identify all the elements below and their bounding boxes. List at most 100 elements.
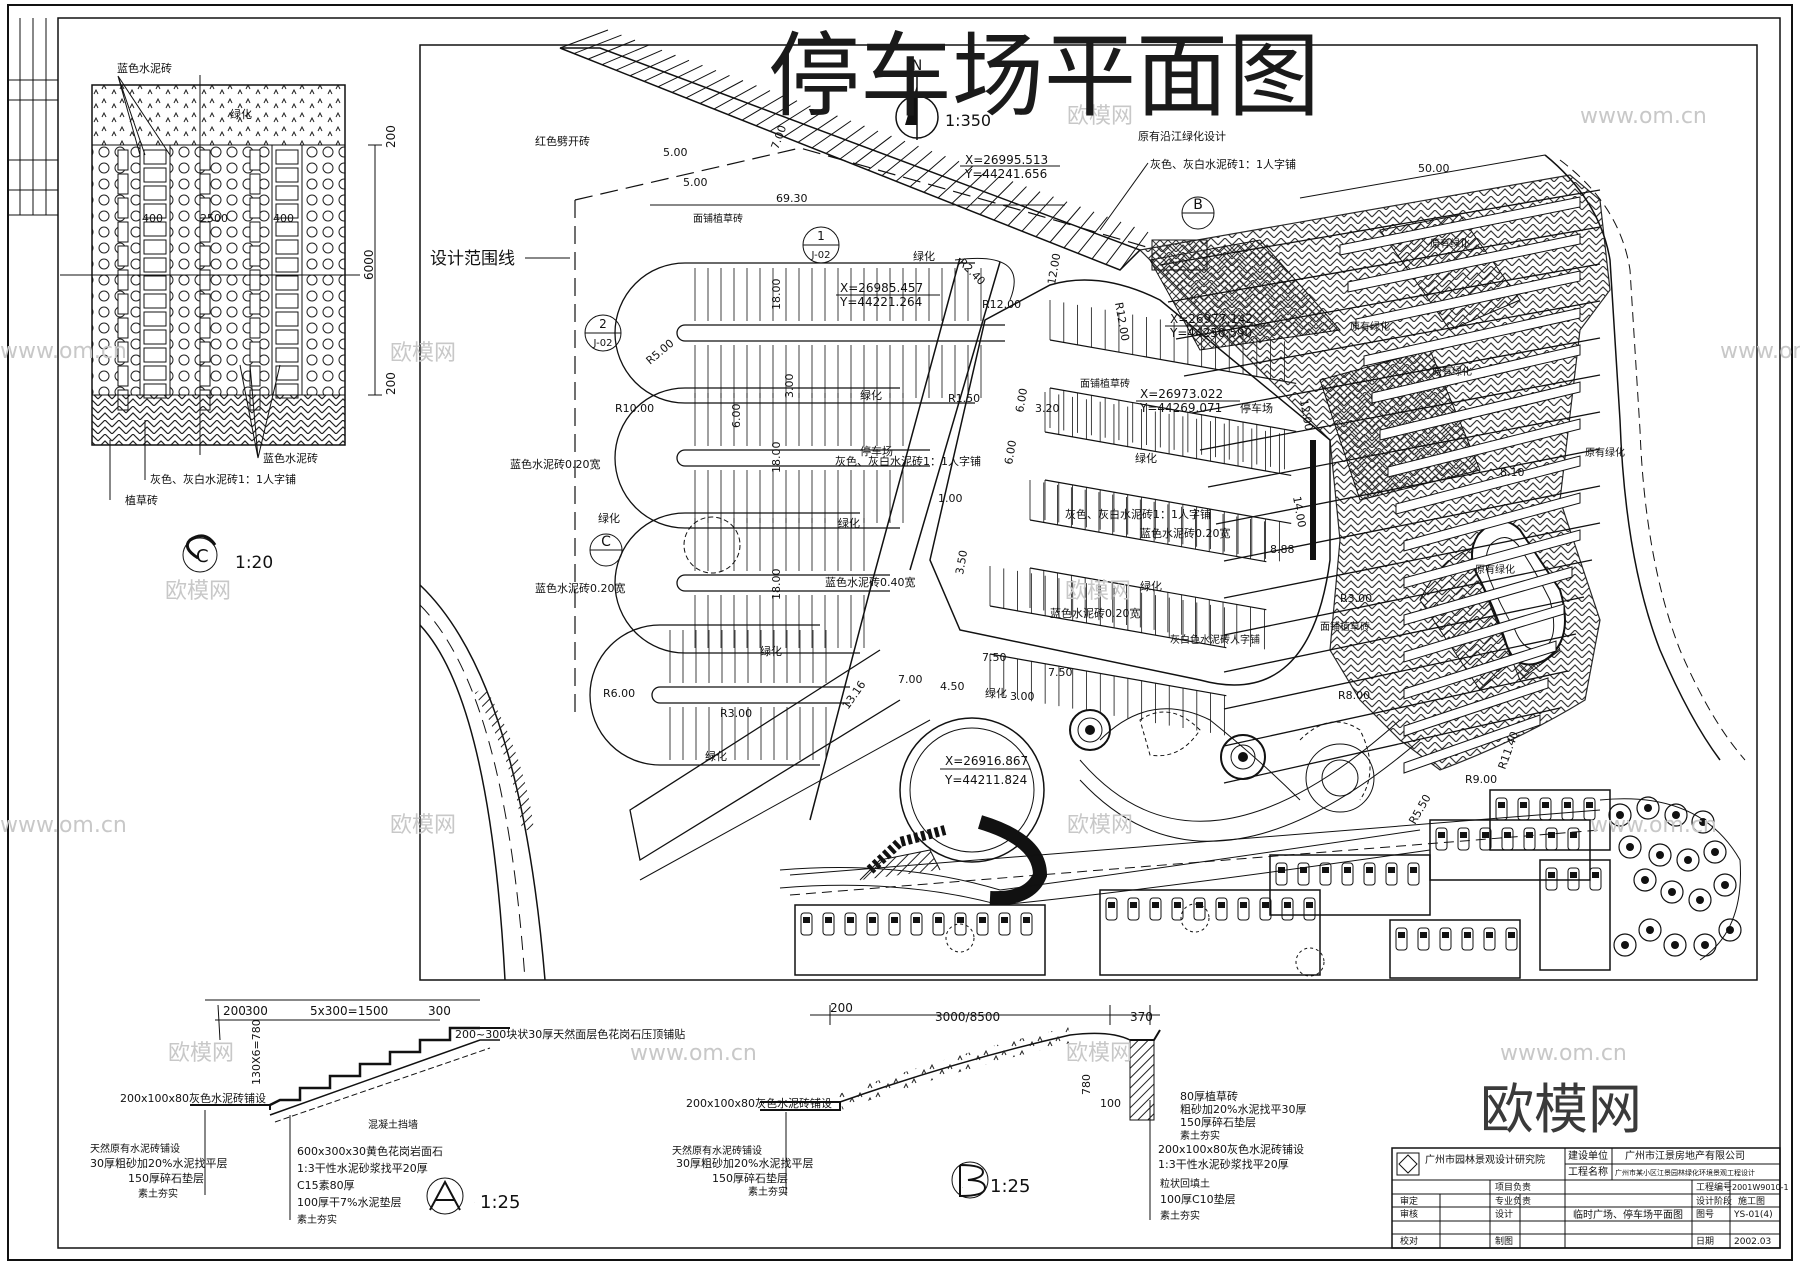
stall-row-edge: [1049, 387, 1297, 433]
detail-b-height: 780: [1080, 1074, 1093, 1095]
label-grass-brick-3: 面铺植草砖: [1320, 620, 1370, 633]
brick-small: [249, 365, 261, 387]
car: [1215, 897, 1228, 921]
tree: [1703, 840, 1727, 864]
brick: [143, 311, 167, 327]
label-red-brick: 红色劈开砖: [535, 134, 590, 148]
label-green-3: 绿化: [838, 516, 860, 530]
dim-3-50: 3.50: [953, 549, 970, 575]
dim-r5-00: R5.00: [644, 337, 677, 368]
brick-small: [117, 293, 129, 315]
label-orig-green-1: 原有绿化: [1430, 237, 1470, 250]
car-window: [1322, 867, 1329, 873]
tb-meta-value-1: 施工图: [1738, 1195, 1765, 1207]
tb-meta-value-3: 2002.03: [1734, 1237, 1771, 1247]
brick-small: [117, 341, 129, 363]
brick: [275, 275, 299, 291]
car-window: [1108, 902, 1115, 908]
middle-parking-block: [929, 279, 1331, 686]
callout-c-plan: C: [601, 534, 611, 550]
tb-meta-label-1: 设计阶段: [1696, 1195, 1732, 1207]
car: [1275, 862, 1288, 886]
parking-bar-line: [1223, 559, 1593, 636]
tree: [1713, 873, 1737, 897]
car: [1105, 897, 1118, 921]
parking-bar: [1363, 307, 1581, 367]
tree-center: [1726, 926, 1734, 934]
brick-small: [249, 173, 261, 195]
brick-small: [117, 197, 129, 219]
car: [954, 912, 967, 936]
car: [1259, 897, 1272, 921]
dim-r3-00-b: R3.00: [1340, 592, 1372, 605]
car-window: [1498, 802, 1505, 808]
callout-b-plan: B: [1193, 197, 1203, 213]
tb-drawing-name: 临时广场、停车场平面图: [1573, 1208, 1683, 1221]
plan-watermarks: 欧模网 欧模网 欧模网 欧模网 欧模网 www.om.cn www.om.cn …: [390, 104, 1800, 838]
tree-center: [1656, 851, 1664, 859]
car-window: [1262, 902, 1269, 908]
brick-small: [199, 341, 211, 363]
brick-small: [249, 197, 261, 219]
detail-a-dim-300-b: 300: [428, 1004, 451, 1018]
label-blue-02-2: 蓝色水泥砖0.20宽: [535, 581, 626, 595]
car: [1457, 827, 1470, 851]
dim-12-00-b: 12.00: [1297, 398, 1315, 431]
detail-b-layer-right-3: 素土夯实: [1180, 1129, 1220, 1142]
road-center: [789, 829, 1601, 896]
label-parking-2: 停车场: [1240, 401, 1273, 415]
car: [1435, 827, 1448, 851]
tree-center: [1668, 888, 1676, 896]
car: [1237, 897, 1250, 921]
coord-4-y: Y=44269.071: [1139, 401, 1222, 415]
detail-c-dim-mid: 6000: [362, 249, 376, 280]
watermark-10: www.om.cn: [0, 339, 127, 364]
label-blue-04: 蓝色水泥砖0.40宽: [825, 575, 916, 589]
left-parking-stalls: [669, 268, 982, 760]
dim-r12-00-a: R12.00: [1112, 301, 1132, 342]
label-green-4: 绿化: [598, 511, 620, 525]
car: [1407, 862, 1420, 886]
car-window: [1548, 832, 1555, 838]
watermark-7: www.om.cn: [1580, 104, 1707, 129]
car-window: [1586, 802, 1593, 808]
detail-b-layer-left-1: 30厚粗砂加20%水泥找平层: [676, 1156, 813, 1170]
coord-1-y: Y=44241.656: [964, 167, 1047, 181]
car: [998, 912, 1011, 936]
brick: [143, 365, 167, 381]
brick-small: [117, 269, 129, 291]
brick-small: [117, 317, 129, 339]
watermark-3: 欧模网: [1065, 579, 1131, 604]
dim-r12-00-b: R12.00: [982, 298, 1021, 311]
detail-a-layer-right-3: 100厚干7%水泥垫层: [297, 1195, 401, 1209]
car: [1171, 897, 1184, 921]
car-window: [1278, 867, 1285, 873]
tree-center: [1646, 926, 1654, 934]
tb-meta-value-0: 2001W9010-1: [1732, 1183, 1789, 1192]
brick: [143, 185, 167, 201]
island-strip: [676, 574, 890, 592]
watermark-9: 欧模网: [165, 579, 231, 604]
car-window: [1366, 867, 1373, 873]
car-window: [1570, 872, 1577, 878]
section-callouts: 1 J-02 2 J-02 C B: [584, 196, 1215, 567]
coord-3-x: X=26977.142: [1170, 312, 1253, 326]
label-blue-02-3: 蓝色水泥砖0.20宽: [1140, 526, 1231, 540]
detail-b-dim-span: 3000/8500: [935, 1010, 1000, 1024]
parking-bar: [1403, 566, 1573, 626]
car: [1545, 867, 1558, 891]
detail-b-h100: 100: [1100, 1097, 1121, 1110]
island-outline: [589, 624, 820, 766]
car: [1417, 927, 1430, 951]
detail-a-layer-left-1: 30厚粗砂加20%水泥找平层: [90, 1156, 227, 1170]
dim-r6-00: R6.00: [603, 687, 635, 700]
parking-bar-line: [1199, 374, 1601, 451]
parking-bar: [1355, 270, 1581, 330]
tree: [1633, 868, 1657, 892]
detail-b-dim-200: 200: [830, 1001, 853, 1015]
detail-b-layer-right-8: 素土夯实: [1160, 1209, 1200, 1222]
brick: [275, 257, 299, 273]
car: [1439, 927, 1452, 951]
tree-center: [1711, 848, 1719, 856]
